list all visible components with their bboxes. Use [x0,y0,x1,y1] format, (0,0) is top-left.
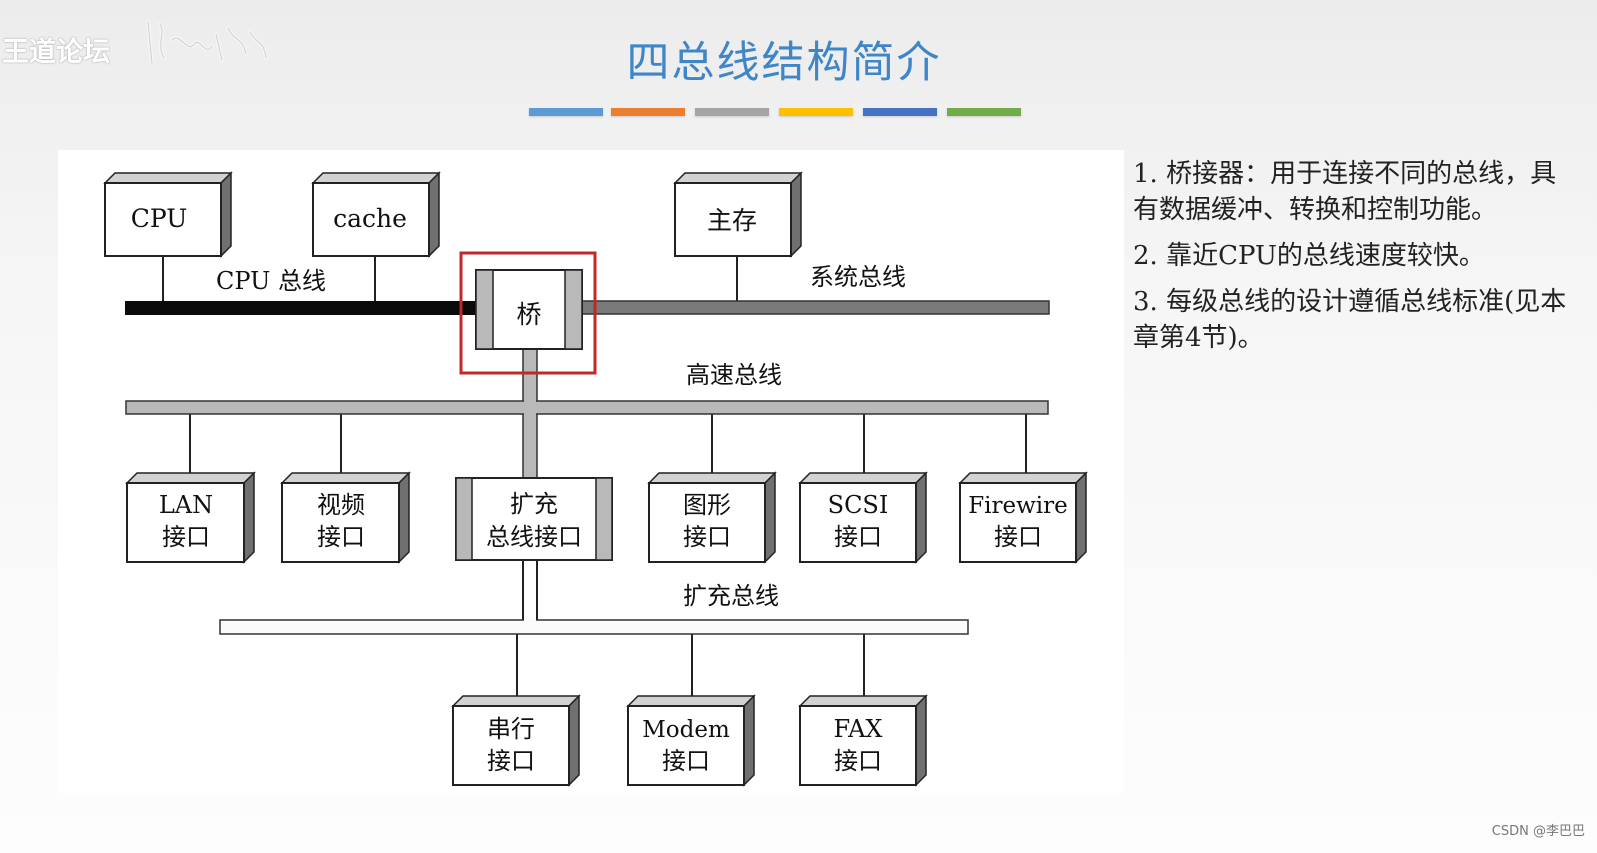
expansion-interface-label-2: 总线接口 [486,523,582,551]
csdn-watermark: CSDN @李巴巴 [1491,824,1585,839]
main-memory-label: 主存 [707,206,757,235]
lan-interface-box: LAN 接口 [125,471,256,564]
scsi-interface-box: SCSI 接口 [798,471,928,564]
serial-interface-box: 串行 接口 [451,694,581,787]
modem-label-2: 接口 [662,747,710,775]
bridge-highlight [459,251,597,375]
note-item: 1. 桥接器：用于连接不同的总线，具有数据缓冲、转换和控制功能。 [1133,159,1557,225]
lan-label-1: LAN [159,491,213,519]
system-bus-label: 系统总线 [810,263,906,291]
modem-interface-box: Modem 接口 [626,694,756,787]
graphics-label-1: 图形 [683,491,731,519]
firewire-label-1: Firewire [968,493,1068,519]
scsi-label-2: 接口 [834,523,882,551]
graphics-interface-box: 图形 接口 [647,471,777,564]
expansion-bus [219,619,969,635]
video-label-2: 接口 [317,523,365,551]
fax-label-1: FAX [834,715,883,743]
expansion-interface-label-1: 扩充 [510,490,558,518]
note-item: 2. 靠近CPU的总线速度较快。 [1133,241,1485,271]
firewire-interface-box: Firewire 接口 [958,471,1088,564]
accent-bar-green [947,108,1021,116]
slide-title: 四总线结构简介 [626,38,942,88]
cpu-label: CPU [131,204,188,233]
forum-logo: 王道论坛 [2,37,110,68]
serial-label-1: 串行 [487,715,535,743]
serial-label-2: 接口 [487,747,535,775]
video-interface-box: 视频 接口 [280,471,411,564]
lan-label-2: 接口 [162,523,210,551]
fax-label-2: 接口 [834,747,882,775]
fax-interface-box: FAX 接口 [798,694,928,787]
high-speed-bus-label: 高速总线 [686,361,782,389]
bus-structure-diagram-panel: CPU cache 主存 CPU 总线 系统总线 高速总线 扩充总线 桥 LAN… [58,150,1124,793]
accent-bar-blue [529,108,603,116]
notes-panel: 1. 桥接器：用于连接不同的总线，具有数据缓冲、转换和控制功能。 2. 靠近CP… [1133,156,1573,366]
bus-structure-diagram: CPU cache 主存 CPU 总线 系统总线 高速总线 扩充总线 桥 LAN… [103,171,1088,787]
scsi-label-1: SCSI [828,491,889,519]
modem-label-1: Modem [642,717,730,743]
cpu-bus [125,301,477,315]
main-memory-box: 主存 [673,171,803,258]
cpu-box: CPU [103,171,233,258]
system-bus [580,300,1050,315]
accent-bar-gray [695,108,769,116]
cache-box: cache [311,171,441,258]
expansion-bus-interface-box: 扩充 总线接口 [455,477,613,561]
bridge-label: 桥 [516,300,541,329]
cpu-bus-label: CPU 总线 [216,267,326,295]
cache-label: cache [333,204,407,233]
accent-bar-yellow [779,108,853,116]
note-item: 3. 每级总线的设计遵循总线标准(见本章第4节)。 [1133,287,1567,353]
signature-logo [146,20,268,66]
accent-bar-orange [611,108,685,116]
expansion-bus-label: 扩充总线 [683,582,779,610]
accent-bar-darkblue [863,108,937,116]
firewire-label-2: 接口 [994,523,1042,551]
video-label-1: 视频 [317,491,365,519]
bridge-box: 桥 [475,269,583,350]
graphics-label-2: 接口 [683,523,731,551]
high-speed-bus [125,400,1049,415]
